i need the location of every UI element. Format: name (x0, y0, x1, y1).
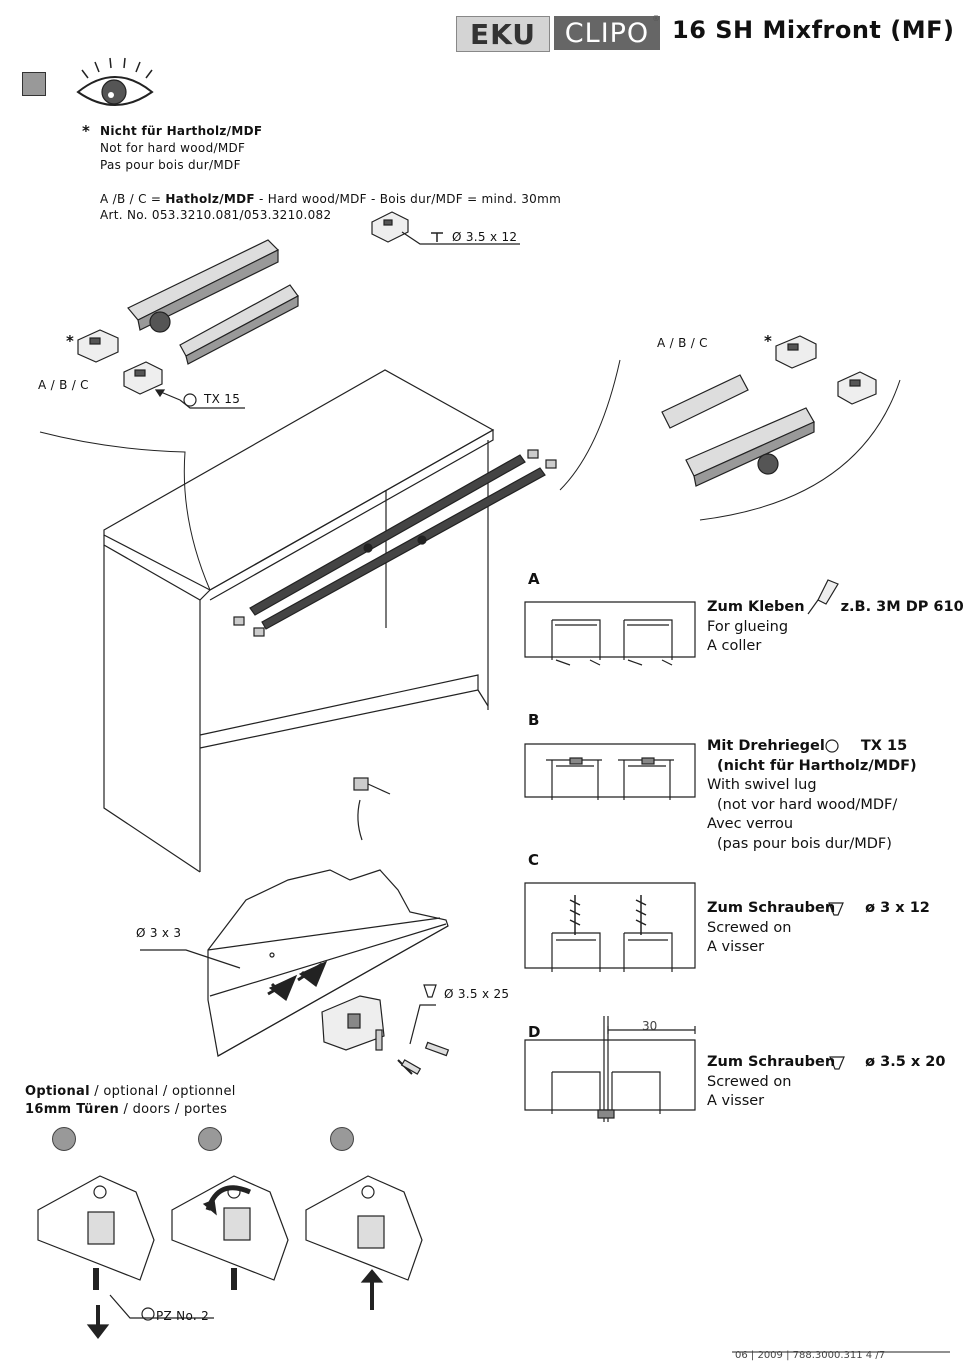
bracket-part (321, 984, 450, 1075)
note-fr: Pas pour bois dur/MDF (100, 158, 241, 172)
footer-reference: 06 | 2009 | 788.3000.311 4 /7 (735, 1350, 886, 1361)
star-right: * (764, 332, 772, 350)
step-3-marker (330, 1127, 354, 1151)
dimension-label: 30 (642, 1019, 658, 1033)
track-profiles-right (661, 335, 877, 487)
pz-label: PZ No. 2 (156, 1309, 210, 1323)
cabinet-drawing (103, 369, 557, 873)
screw-spec-top: Ø 3.5 x 12 (452, 230, 518, 244)
step-1-marker (52, 1127, 76, 1151)
grey-square-icon (22, 72, 46, 96)
glue-tube-icon (817, 579, 839, 605)
eku-logo: EKU (456, 16, 550, 52)
eye-icon (76, 57, 154, 106)
clip-part-top (371, 211, 520, 245)
clipo-logo: CLIPO (554, 16, 660, 50)
hole-spec: Ø 3 x 3 (136, 926, 182, 940)
variant-b-diagram (524, 743, 696, 800)
variant-c-letter: C (528, 851, 540, 869)
screw-spec-bottom: Ø 3.5 x 25 (444, 987, 510, 1001)
step-2-marker (198, 1127, 222, 1151)
page-title: 16 SH Mixfront (MF) (672, 16, 955, 44)
countersunk-screw-icon-d (829, 1056, 845, 1070)
countersunk-screw-icon (828, 902, 844, 916)
variant-c-diagram (524, 882, 696, 972)
optional-line: Optional / optional / optionnel (25, 1084, 236, 1099)
optional-step-2 (171, 1175, 289, 1290)
variant-a-letter: A (528, 570, 540, 588)
variant-d-diagram (524, 1016, 696, 1122)
clip-parts-left (77, 329, 181, 401)
track-profiles-top (127, 239, 299, 365)
optional-step-1 (37, 1175, 214, 1339)
star-left: * (66, 332, 74, 350)
abc-label-right: A / B / C (657, 336, 708, 350)
abc-label-left: A / B / C (38, 378, 89, 392)
article-number: Art. No. 053.3210.081/053.3210.082 (100, 208, 332, 222)
variant-d-letter: D (528, 1023, 541, 1041)
variant-a-diagram (524, 601, 696, 666)
note-de: Nicht für Hartholz/MDF (100, 124, 263, 138)
optional-step-3 (305, 1175, 423, 1310)
abc-note: A /B / C = Hatholz/MDF - Hard wood/MDF -… (100, 192, 562, 206)
registered-mark: ® (652, 14, 660, 23)
star-marker: * (82, 122, 91, 140)
tx15-label: TX 15 (204, 392, 241, 406)
tx-bit-icon (825, 739, 839, 753)
door-panel (140, 869, 449, 1057)
note-en: Not for hard wood/MDF (100, 141, 246, 155)
variant-b-letter: B (528, 711, 540, 729)
doors-line: 16mm Türen / doors / portes (25, 1102, 228, 1117)
